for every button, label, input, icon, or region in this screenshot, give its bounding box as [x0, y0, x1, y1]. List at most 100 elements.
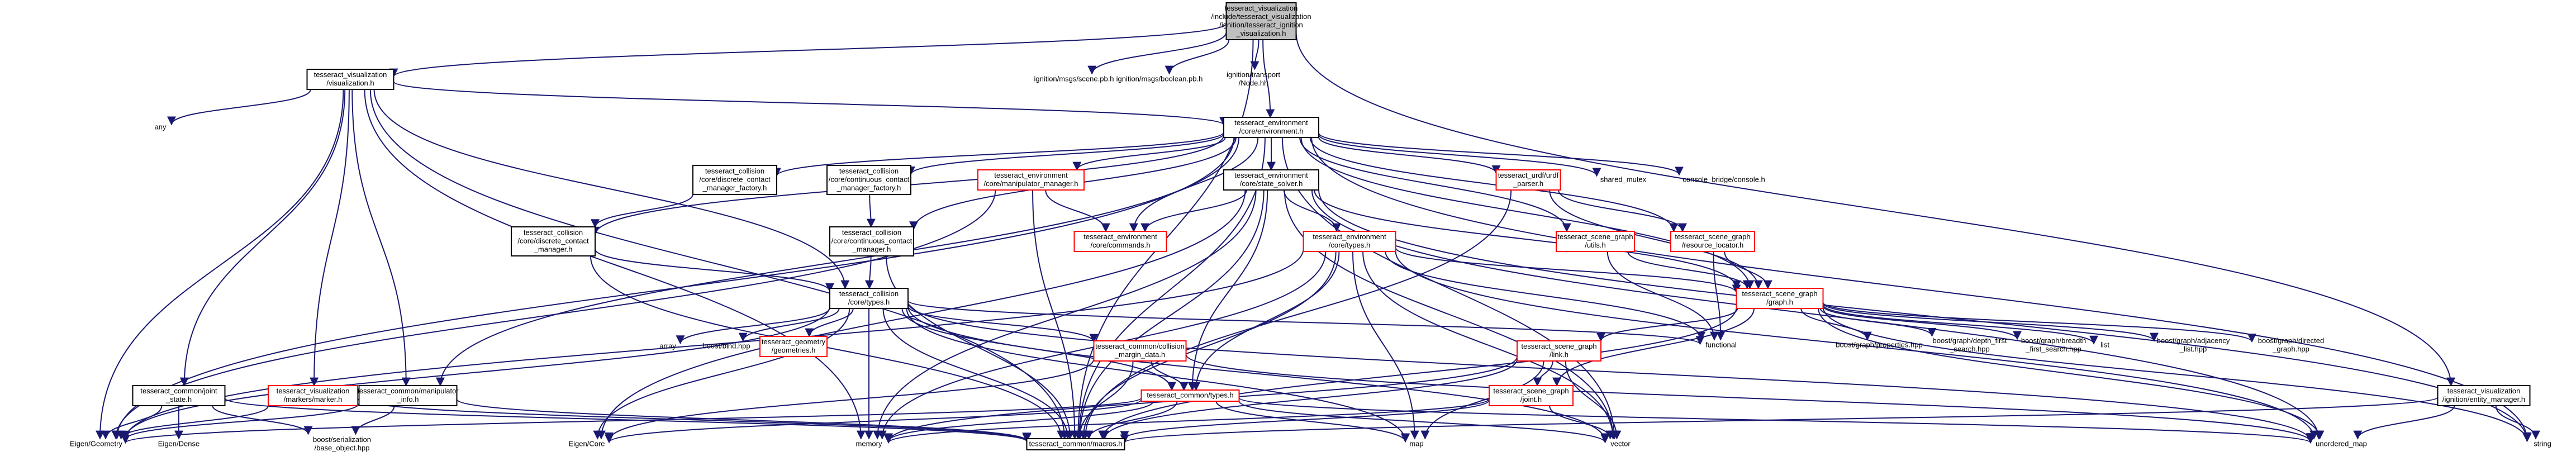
edge-manip_info-to-eigen_geom — [121, 403, 360, 441]
node-label-line: map — [1409, 439, 1423, 448]
edge-viz-to-coll_types — [373, 89, 850, 289]
node-macros[interactable]: tesseract_common/macros.h — [1026, 438, 1125, 450]
node-box — [829, 288, 909, 309]
node-node-hh[interactable]: ignition/transport/Node.hh — [1227, 70, 1280, 87]
node-boost-ser[interactable]: boost/serialization/base_object.hpp — [313, 435, 371, 452]
node-commands[interactable]: tesseract_environment/core/commands.h — [1073, 231, 1167, 252]
node-label-line: _graph.hpp — [2272, 345, 2309, 353]
node-env-types[interactable]: tesseract_environment/core/types.h — [1303, 231, 1396, 252]
edge-viz-to-markers — [310, 89, 350, 387]
node-memory[interactable]: memory — [856, 439, 882, 448]
node-margin[interactable]: tesseract_common/collision_margin_data.h — [1093, 340, 1187, 362]
node-label-line: /core/continuous_contact — [831, 236, 912, 245]
node-map[interactable]: map — [1409, 439, 1423, 448]
node-unordered-map[interactable]: unordered_map — [2316, 439, 2367, 448]
node-sg-joint[interactable]: tesseract_scene_graph/joint.h — [1489, 385, 1574, 406]
edge-env_types-to-vector — [1362, 251, 1618, 440]
node-state-solver[interactable]: tesseract_environment/core/state_solver.… — [1223, 169, 1319, 191]
node-sg-resource[interactable]: tesseract_scene_graph/resource_locator.h — [1670, 231, 1755, 252]
edge-coll_types-to-macros — [882, 308, 1072, 440]
node-any[interactable]: any — [155, 122, 167, 131]
node-label-line: boost/graph/breadth — [2021, 336, 2086, 345]
node-array[interactable]: array — [659, 341, 676, 350]
node-label-line: /core/manipulator_manager.h — [983, 179, 1078, 188]
edge-env-to-coll_disc_factory — [772, 131, 1224, 177]
edge-viz-to-eigen_geom — [95, 89, 344, 440]
node-coll-disc-mgr[interactable]: tesseract_collision/core/discrete_contac… — [511, 226, 596, 256]
node-label-line: boost/graph/adjacency — [2157, 336, 2230, 345]
node-shared-mutex[interactable]: shared_mutex — [1600, 175, 1647, 183]
node-sg-link[interactable]: tesseract_scene_graph/link.h — [1517, 340, 1601, 362]
node-env[interactable]: tesseract_environment/core/environment.h — [1223, 117, 1319, 138]
node-common-types[interactable]: tesseract_common/types.h — [1140, 389, 1240, 402]
edge-state_solver-to-commands — [1140, 189, 1247, 232]
node-eigen-dense[interactable]: Eigen/Dense — [158, 439, 199, 448]
node-label-line: vector — [1610, 439, 1631, 448]
node-label-line: /markers/marker.h — [284, 395, 343, 403]
node-geom[interactable]: tesseract_geometry/geometries.h — [759, 336, 828, 357]
node-coll-cont-factory[interactable]: tesseract_collision/core/continuous_cont… — [826, 165, 911, 195]
node-label-line: boost/graph/properties.hpp — [1836, 340, 1922, 349]
node-boost-bind[interactable]: boost/bind.hpp — [702, 341, 750, 350]
node-label-line: tesseract_common/types.h — [1147, 391, 1233, 399]
edge-markers-to-macros — [357, 398, 1032, 443]
node-label-line: tesseract_environment — [1234, 171, 1308, 179]
node-sg-graph[interactable]: tesseract_scene_graph/graph.h — [1736, 288, 1824, 309]
node-label-line: /link.h — [1550, 350, 1569, 359]
edge-coll_cont_mgr-to-coll_types — [864, 255, 874, 289]
node-bg-bfs[interactable]: boost/graph/breadth_first_search.hpp — [2021, 336, 2086, 353]
node-coll-types[interactable]: tesseract_collision/core/types.h — [829, 288, 909, 309]
node-functional[interactable]: functional — [1705, 340, 1737, 349]
node-coll-cont-mgr[interactable]: tesseract_collision/core/continuous_cont… — [829, 226, 914, 256]
node-box — [306, 69, 395, 90]
edge-margin-to-macros — [1075, 360, 1134, 440]
node-bg-dfs[interactable]: boost/graph/depth_first_search.hpp — [1933, 336, 2007, 353]
edge-env_types-to-unordered_map — [1395, 250, 2318, 440]
edge-root-to-node_hh — [1250, 39, 1260, 70]
node-console-bridge[interactable]: console_bridge/console.h — [1683, 175, 1765, 183]
node-label-line: tesseract_environment — [1234, 118, 1308, 127]
node-bg-dir[interactable]: boost/graph/directed_graph.hpp — [2258, 336, 2325, 353]
edge-env-to-console_bridge — [1318, 132, 1684, 176]
edge-coll_types-to-functional — [907, 300, 1704, 345]
edge-root-to-scene_pb — [1087, 32, 1227, 75]
node-markers[interactable]: tesseract_visualization/markers/marker.h — [268, 385, 358, 406]
edge-sg_graph-to-unordered_map — [1818, 308, 2325, 440]
node-scene-pb[interactable]: ignition/msgs/scene.pb.h — [1034, 74, 1114, 83]
node-vector[interactable]: vector — [1610, 439, 1631, 448]
edge-common_types-to-unordered_map — [1238, 397, 2315, 444]
node-bg-props[interactable]: boost/graph/properties.hpp — [1836, 340, 1922, 349]
edge-margin-to-eigen_core — [605, 358, 1095, 441]
node-manip-mgr[interactable]: tesseract_environment/core/manipulator_m… — [977, 169, 1085, 191]
node-label-line: _first_search.hpp — [2025, 345, 2081, 353]
edge-state_solver-to-macros — [1075, 189, 1265, 440]
node-list[interactable]: list — [2100, 340, 2109, 349]
node-urdf-parser[interactable]: tesseract_urdf/urdf_parser.h — [1495, 169, 1561, 191]
node-bg-adj[interactable]: boost/graph/adjacency_list.hpp — [2157, 336, 2230, 353]
node-joint-state[interactable]: tesseract_common/joint_state.h — [132, 385, 226, 406]
edge-env-to-shared_mutex — [1318, 134, 1601, 177]
node-coll-disc-factory[interactable]: tesseract_collision/core/discrete_contac… — [692, 165, 777, 195]
node-eigen-core[interactable]: Eigen/Core — [568, 439, 605, 448]
node-root[interactable]: tesseract_visualization/include/tesserac… — [1211, 2, 1311, 40]
edge-sg_graph-to-bg_adj — [1822, 303, 2159, 342]
node-label-line: list — [2100, 340, 2109, 349]
node-eigen-geom[interactable]: Eigen/Geometry — [70, 439, 122, 448]
node-label-line: memory — [856, 439, 882, 448]
edge-root-to-entity_mgr — [1295, 32, 2456, 387]
node-label-line: boost/graph/depth_first — [1933, 336, 2007, 345]
node-manip-info[interactable]: tesseract_common/manipulator_info.h — [357, 385, 459, 406]
node-sg-utils[interactable]: tesseract_scene_graph/utils.h — [1556, 231, 1635, 252]
node-label-line: tesseract_common/joint — [140, 387, 217, 395]
node-box — [1026, 438, 1125, 450]
node-string[interactable]: string — [2534, 439, 2551, 448]
node-bool-pb[interactable]: ignition/msgs/boolean.pb.h — [1116, 74, 1203, 83]
node-label-line: tesseract_geometry — [762, 338, 826, 346]
node-label-line: /include/tesseract_visualization — [1211, 12, 1311, 21]
node-entity-mgr[interactable]: tesseract_visualization/ignition/entity_… — [2437, 385, 2531, 406]
edge-viz-to-macros — [369, 89, 1070, 440]
edge-coll_types-to-map — [906, 308, 1410, 443]
node-label-line: tesseract_scene_graph — [1742, 289, 1817, 298]
node-label-line: Eigen/Geometry — [70, 439, 122, 448]
node-viz[interactable]: tesseract_visualization/visualization.h — [306, 69, 395, 90]
